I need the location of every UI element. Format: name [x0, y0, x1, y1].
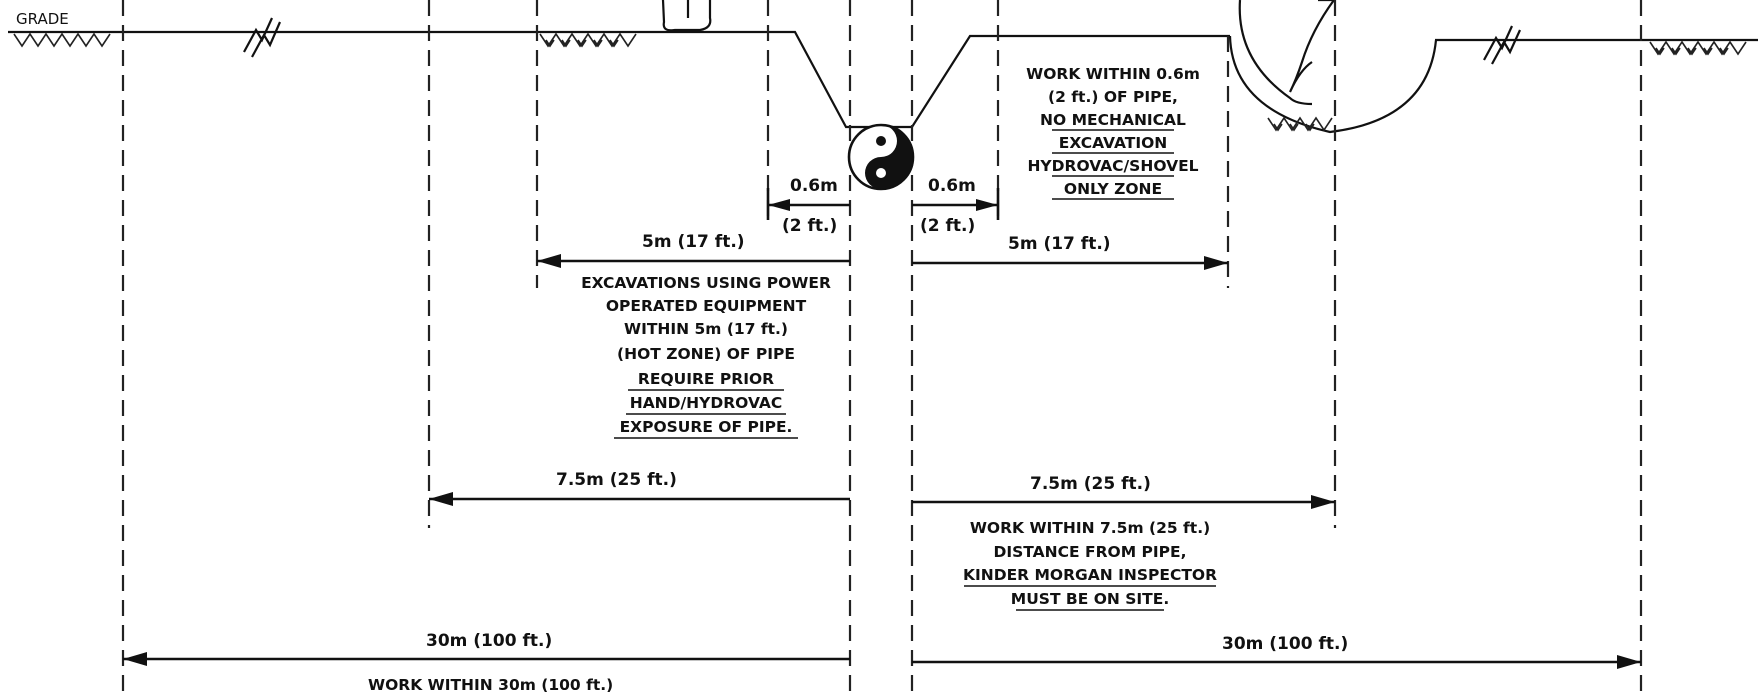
label-75m-left: 7.5m (25 ft.)	[556, 470, 677, 490]
svg-text:EXPOSURE OF PIPE.: EXPOSURE OF PIPE.	[620, 418, 793, 436]
svg-text:NO MECHANICAL: NO MECHANICAL	[1040, 111, 1186, 129]
label-5m-left: 5m (17 ft.)	[642, 232, 745, 252]
dimension-06m-left	[766, 188, 850, 220]
grade-label: GRADE	[16, 10, 69, 28]
dimension-75m-left	[429, 492, 850, 506]
soil-hatch	[13, 32, 1747, 132]
svg-text:EXCAVATIONS USING POWER: EXCAVATIONS USING POWER	[581, 274, 831, 292]
dimension-30m-right	[912, 655, 1641, 669]
pipe-icon	[847, 123, 915, 191]
dimension-5m-left	[537, 254, 850, 268]
svg-text:EXCAVATION: EXCAVATION	[1059, 134, 1168, 152]
note-5m-zone: EXCAVATIONS USING POWER OPERATED EQUIPME…	[581, 274, 831, 439]
break-symbol-left	[243, 17, 282, 58]
dimension-75m-right	[912, 495, 1335, 509]
svg-text:WITHIN 5m (17 ft.): WITHIN 5m (17 ft.)	[624, 320, 788, 338]
dimension-30m-left	[123, 652, 850, 666]
svg-text:MUST BE ON SITE.: MUST BE ON SITE.	[1011, 590, 1169, 608]
svg-text:WORK WITHIN 0.6m: WORK WITHIN 0.6m	[1026, 65, 1200, 83]
dimension-5m-right	[912, 256, 1228, 270]
label-06m-right-imperial: (2 ft.)	[920, 216, 975, 236]
label-75m-right: 7.5m (25 ft.)	[1030, 474, 1151, 494]
ground-line	[8, 30, 1758, 134]
svg-text:(2 ft.) OF PIPE,: (2 ft.) OF PIPE,	[1048, 88, 1178, 106]
svg-text:REQUIRE PRIOR: REQUIRE PRIOR	[638, 370, 774, 388]
label-30m-right: 30m (100 ft.)	[1222, 634, 1348, 654]
svg-text:HAND/HYDROVAC: HAND/HYDROVAC	[630, 394, 783, 412]
dimension-06m-right	[912, 188, 1000, 220]
label-06m-left-imperial: (2 ft.)	[782, 216, 837, 236]
note-75m-zone: WORK WITHIN 7.5m (25 ft.) DISTANCE FROM …	[963, 519, 1217, 611]
svg-text:OPERATED EQUIPMENT: OPERATED EQUIPMENT	[606, 297, 807, 315]
note-30m-zone: WORK WITHIN 30m (100 ft.)	[368, 676, 613, 692]
svg-text:KINDER MORGAN INSPECTOR: KINDER MORGAN INSPECTOR	[963, 566, 1217, 584]
label-30m-left: 30m (100 ft.)	[426, 631, 552, 651]
svg-text:WORK WITHIN 7.5m (25 ft.): WORK WITHIN 7.5m (25 ft.)	[970, 519, 1210, 537]
break-symbol-right	[1483, 25, 1522, 65]
zone-boundaries	[121, 0, 1643, 692]
svg-text:(HOT ZONE) OF PIPE: (HOT ZONE) OF PIPE	[617, 345, 795, 363]
label-06m-left: 0.6m	[790, 176, 838, 196]
svg-text:DISTANCE FROM PIPE,: DISTANCE FROM PIPE,	[994, 543, 1187, 561]
note-06m-zone: WORK WITHIN 0.6m (2 ft.) OF PIPE, NO MEC…	[1026, 65, 1200, 200]
excavator-bucket-outline	[1238, 0, 1335, 106]
svg-text:HYDROVAC/SHOVEL: HYDROVAC/SHOVEL	[1027, 157, 1198, 175]
label-5m-right: 5m (17 ft.)	[1008, 234, 1111, 254]
svg-text:ONLY ZONE: ONLY ZONE	[1064, 180, 1162, 198]
label-06m-right: 0.6m	[928, 176, 976, 196]
person-figure-feet	[661, 0, 712, 32]
